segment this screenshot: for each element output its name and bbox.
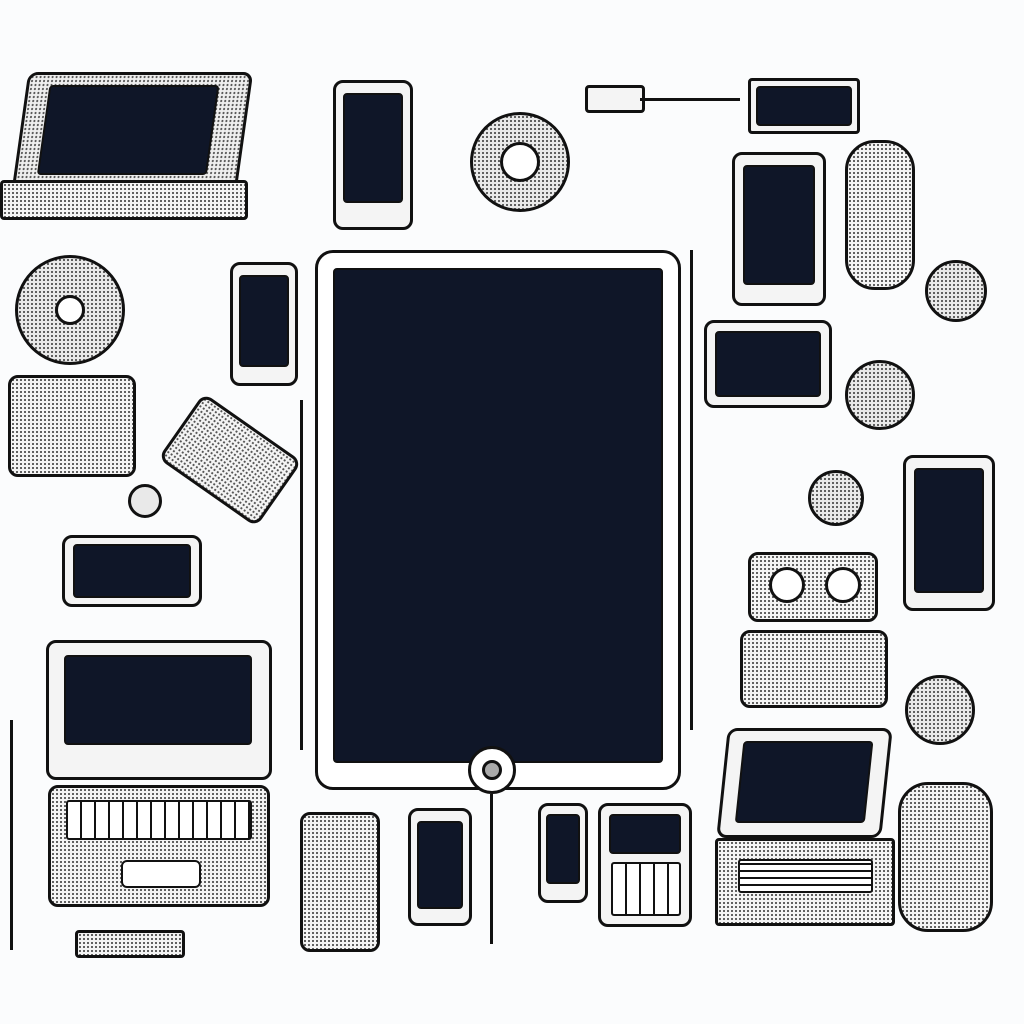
robot-small xyxy=(300,812,380,952)
speaker-icon xyxy=(905,675,975,745)
knob-icon xyxy=(128,484,162,518)
robot-body xyxy=(740,630,888,708)
usb-cable xyxy=(75,930,185,958)
phone-bottom xyxy=(408,808,472,926)
cable xyxy=(10,720,13,950)
usb-plug xyxy=(585,85,645,113)
laptop-bottom-left xyxy=(46,640,272,780)
calculator-screen xyxy=(609,814,681,854)
fan-icon xyxy=(808,470,864,526)
calculator xyxy=(598,803,692,927)
tablet-screen xyxy=(333,268,663,763)
robot-face xyxy=(748,552,878,622)
gear-hub xyxy=(500,142,540,182)
camera-icon xyxy=(845,360,915,430)
fan-hub xyxy=(55,295,85,325)
laptop-bottom-left-keyboard xyxy=(48,785,270,907)
phone-left xyxy=(230,262,298,386)
monitor-screen xyxy=(756,86,852,126)
cable xyxy=(690,250,693,730)
laptop-bottom-right-keyboard xyxy=(715,838,895,926)
laptop-top-left xyxy=(11,72,254,190)
calculator-keys xyxy=(611,862,681,916)
monitor-screen xyxy=(715,331,821,397)
robot-head xyxy=(845,140,915,290)
phone-screen xyxy=(743,165,815,285)
phone-screen xyxy=(417,821,463,909)
robot-eye xyxy=(769,567,805,603)
phone-screen xyxy=(343,93,403,203)
hard-drive xyxy=(8,375,136,477)
tablet-home-button xyxy=(468,746,516,794)
cable xyxy=(300,400,303,750)
speaker-icon xyxy=(925,260,987,322)
trackpad xyxy=(121,860,201,888)
robot-bottom-right xyxy=(898,782,993,932)
phone-screen xyxy=(914,468,984,593)
monitor-screen xyxy=(73,544,191,598)
phone-screen xyxy=(239,275,289,367)
phone-screen xyxy=(546,814,580,884)
laptop-top-left-keyboard xyxy=(0,180,248,220)
laptop-bottom-right-screen xyxy=(734,741,874,823)
home-button-inner xyxy=(482,760,502,780)
monitor-left xyxy=(62,535,202,607)
central-tablet xyxy=(315,250,681,790)
robot-arm xyxy=(157,392,303,528)
phone-right xyxy=(903,455,995,611)
laptop-bottom-right xyxy=(716,728,893,838)
laptop-bottom-left-screen xyxy=(64,655,252,745)
laptop-top-left-screen xyxy=(36,85,220,175)
cable xyxy=(640,98,740,101)
tablet-cable xyxy=(490,794,493,944)
monitor-right xyxy=(704,320,832,408)
phone-right-top xyxy=(732,152,826,306)
keyboard-keys xyxy=(66,800,252,840)
phone-top xyxy=(333,80,413,230)
robot-eye xyxy=(825,567,861,603)
keyboard-keys xyxy=(738,859,873,893)
phone-bottom-small xyxy=(538,803,588,903)
monitor-top-right xyxy=(748,78,860,134)
